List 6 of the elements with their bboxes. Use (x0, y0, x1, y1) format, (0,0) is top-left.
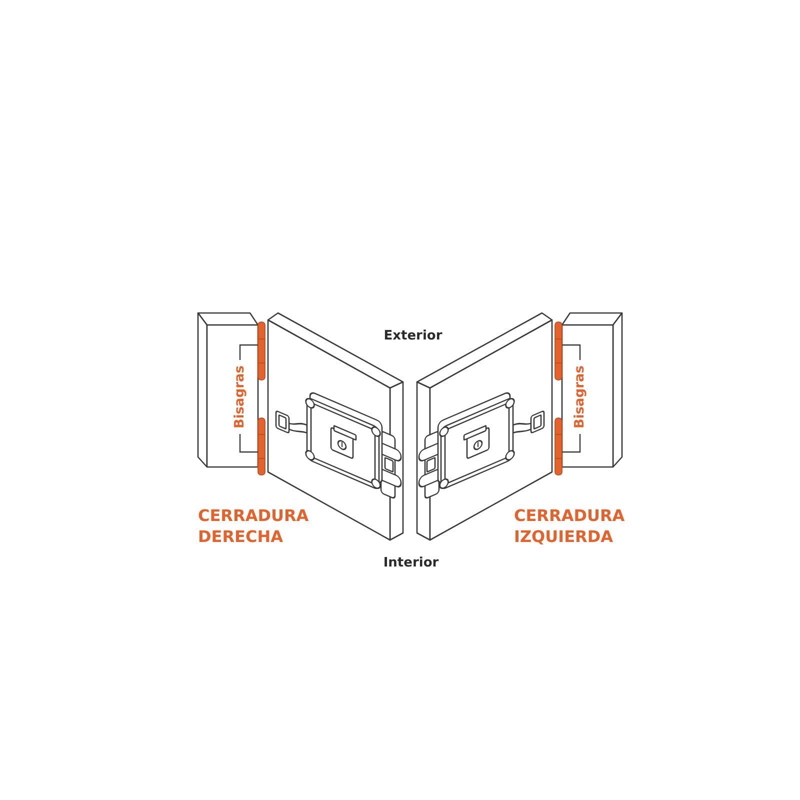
hinge-label: Bisagras (232, 365, 248, 429)
hinge-label: Bisagras (572, 365, 588, 429)
lock-caption: CERRADURA DERECHA (198, 505, 310, 547)
side-label: Interior (383, 556, 439, 570)
lock-caption: CERRADURA IZQUIERDA (514, 505, 626, 547)
side-label: Exterior (384, 328, 442, 344)
